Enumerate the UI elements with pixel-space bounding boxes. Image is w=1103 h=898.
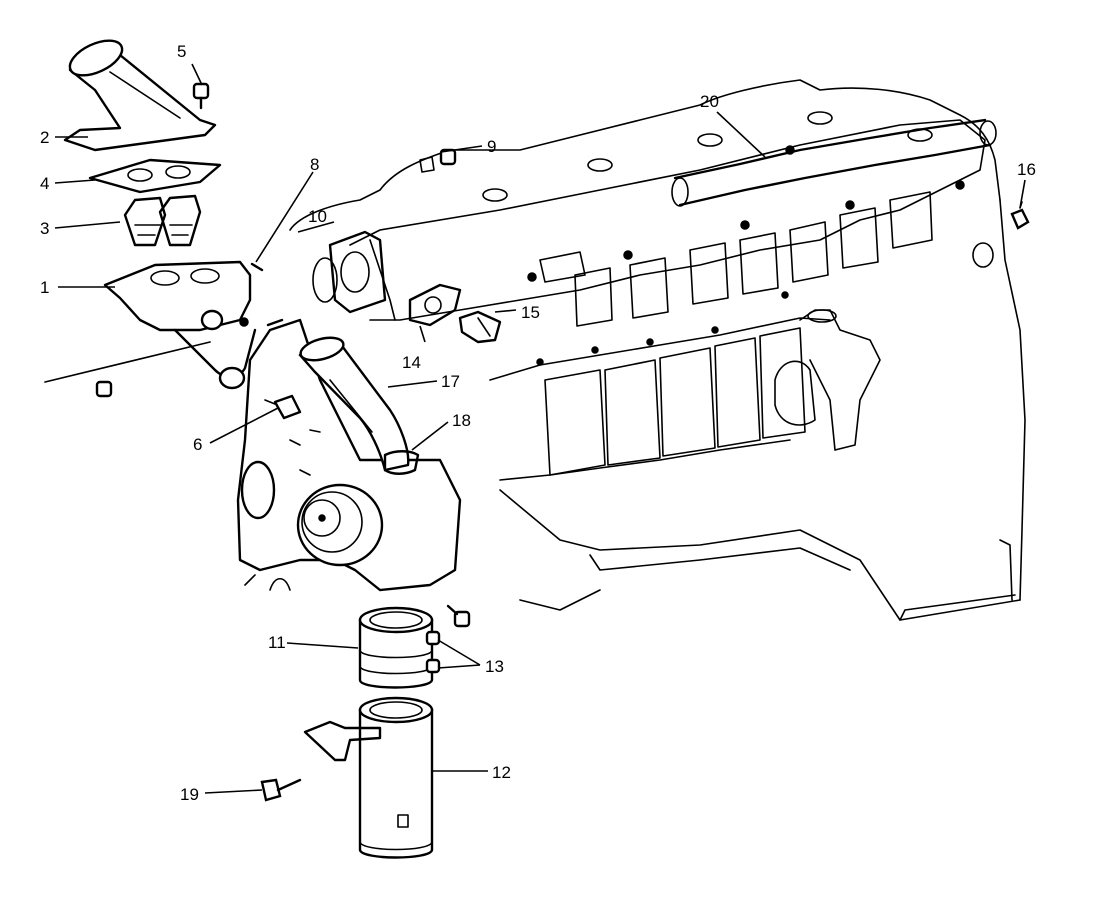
- leader-lines: [54, 63, 1026, 794]
- callout-11: 11: [268, 633, 286, 652]
- engine-block: [289, 79, 1026, 621]
- callout-14: 14: [402, 353, 421, 372]
- part-14-bracket: [408, 283, 462, 327]
- callouts: 1 2 3 4 5 6 8 9 10 11 12 13 14 15 16 17 …: [40, 42, 1036, 804]
- callout-10: 10: [308, 207, 327, 226]
- callout-12: 12: [492, 763, 511, 782]
- part-17-hose: [298, 336, 410, 472]
- callout-16: 16: [1017, 160, 1036, 179]
- water-pump-pulley: [296, 483, 384, 567]
- part-4-gasket: [88, 158, 222, 194]
- part-3-thermostats: [123, 194, 202, 247]
- part-10-flange: [312, 230, 387, 314]
- part-2-outlet-elbow: [63, 39, 217, 152]
- part-8-studs: [250, 262, 284, 327]
- callout-13: 13: [485, 657, 504, 676]
- callout-20: 20: [700, 92, 719, 111]
- part-1-thermostat-housing: [44, 260, 257, 390]
- callout-18: 18: [452, 411, 471, 430]
- part-9-plug: [419, 148, 457, 173]
- callout-1: 1: [40, 278, 49, 297]
- callout-9: 9: [487, 137, 496, 156]
- part-6-sender: [264, 394, 302, 420]
- loose-bolt-lower: [446, 604, 471, 628]
- part-20-water-pipe: [671, 118, 997, 207]
- part-12-pipe: [303, 696, 434, 859]
- callout-19: 19: [180, 785, 199, 804]
- part-5-bolt: [192, 82, 210, 110]
- callout-8: 8: [310, 155, 319, 174]
- callout-17: 17: [441, 372, 460, 391]
- callout-2: 2: [40, 128, 49, 147]
- loose-bolt: [95, 380, 113, 398]
- water-pump-housing: [236, 318, 462, 592]
- part-11-hose: [358, 606, 434, 689]
- callout-6: 6: [193, 435, 202, 454]
- part-13-clamps: [425, 630, 441, 674]
- callout-4: 4: [40, 174, 49, 193]
- callout-15: 15: [521, 303, 540, 322]
- callout-5: 5: [177, 42, 186, 61]
- callout-3: 3: [40, 219, 49, 238]
- part-19-bolt: [260, 778, 302, 802]
- part-18-clamp: [383, 450, 420, 475]
- part-15-sensor: [458, 310, 502, 344]
- head-bolts: [527, 145, 965, 366]
